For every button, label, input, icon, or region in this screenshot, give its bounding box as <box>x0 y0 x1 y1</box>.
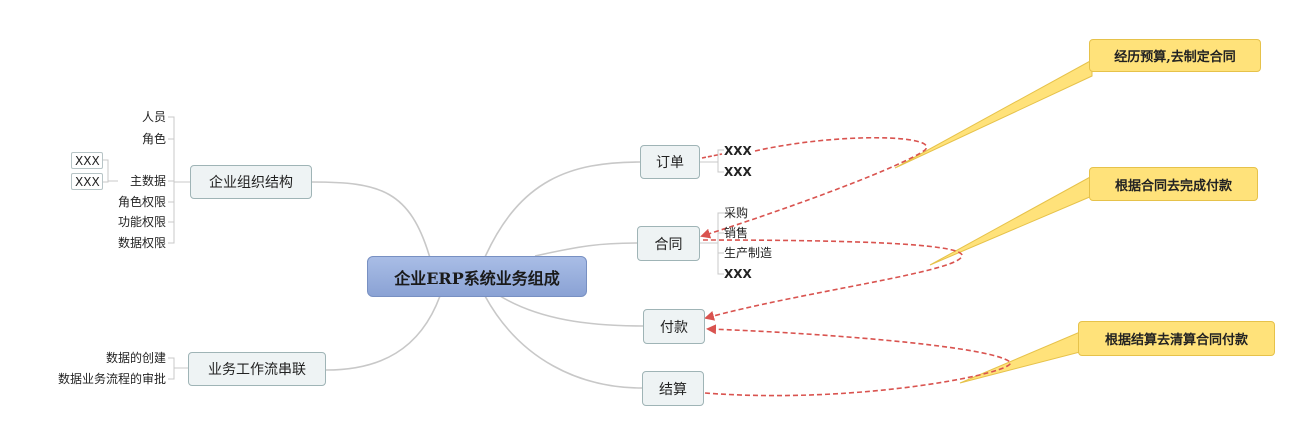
contract-item-other[interactable]: XXX <box>724 267 752 281</box>
contract-item-purchase[interactable]: 采购 <box>724 206 749 220</box>
topic-contract-label: 合同 <box>654 236 683 253</box>
org-item-personnel[interactable]: 人员 <box>141 110 166 124</box>
callout-contract-payment[interactable]: 根据合同去完成付款 <box>1089 167 1258 201</box>
callout-pointer-2 <box>929 175 1093 266</box>
topic-workflow[interactable]: 业务工作流串联 <box>188 352 326 386</box>
topic-order-label: 订单 <box>656 155 684 171</box>
topic-settlement[interactable]: 结算 <box>642 371 704 406</box>
master-data-item-2[interactable]: XXX <box>71 173 103 190</box>
contract-bracket <box>700 212 724 275</box>
master-data-item-1[interactable]: XXX <box>71 152 103 169</box>
relation-contract-payment <box>702 239 963 321</box>
branch-payment <box>499 295 644 327</box>
branch-order <box>484 161 641 258</box>
central-topic-label: 企业ERP系统业务组成 <box>394 268 560 288</box>
org-item-role-permission[interactable]: 角色权限 <box>117 195 166 209</box>
branch-org <box>311 181 431 259</box>
branch-workflow <box>325 295 441 371</box>
relation-order-contract <box>700 136 928 239</box>
workflow-item-approval[interactable]: 数据业务流程的审批 <box>57 372 166 386</box>
master-bracket <box>103 159 118 183</box>
org-item-master-data[interactable]: 主数据 <box>129 174 166 188</box>
central-topic[interactable]: 企业ERP系统业务组成 <box>367 256 587 297</box>
branch-settlement <box>484 295 643 389</box>
callout-settlement[interactable]: 根据结算去清算合同付款 <box>1078 321 1275 356</box>
order-item-1[interactable]: XXX <box>724 144 752 158</box>
order-link-short <box>701 153 723 159</box>
org-item-role[interactable]: 角色 <box>141 132 166 146</box>
topic-org-structure[interactable]: 企业组织结构 <box>190 165 312 199</box>
topic-workflow-label: 业务工作流串联 <box>208 362 306 378</box>
org-bracket <box>168 116 190 244</box>
org-item-function-permission[interactable]: 功能权限 <box>117 215 166 229</box>
workflow-item-create[interactable]: 数据的创建 <box>105 351 166 365</box>
order-item-2[interactable]: XXX <box>724 165 752 179</box>
contract-item-sales[interactable]: 销售 <box>724 226 749 240</box>
workflow-bracket <box>168 357 188 380</box>
callout-budget-label: 经历预算,去制定合同 <box>1114 50 1236 65</box>
org-item-data-permission[interactable]: 数据权限 <box>117 236 166 250</box>
topic-order[interactable]: 订单 <box>640 145 700 179</box>
relation-settlement-payment <box>704 324 1011 397</box>
master-data-item-1-label: XXX <box>75 153 100 168</box>
callout-pointer-1 <box>894 59 1093 169</box>
callout-contract-payment-label: 根据合同去完成付款 <box>1114 178 1232 194</box>
contract-item-manufacturing[interactable]: 生产制造 <box>724 246 773 260</box>
topic-org-structure-label: 企业组织结构 <box>209 175 293 191</box>
topic-settlement-label: 结算 <box>659 381 687 398</box>
topic-contract[interactable]: 合同 <box>637 226 700 261</box>
order-bracket <box>700 149 724 173</box>
topic-payment[interactable]: 付款 <box>643 309 705 344</box>
master-data-item-2-label: XXX <box>75 174 100 189</box>
callout-budget[interactable]: 经历预算,去制定合同 <box>1089 39 1261 72</box>
topic-payment-label: 付款 <box>660 319 688 336</box>
branch-contract <box>534 242 638 257</box>
callout-settlement-label: 根据结算去清算合同付款 <box>1104 333 1248 348</box>
